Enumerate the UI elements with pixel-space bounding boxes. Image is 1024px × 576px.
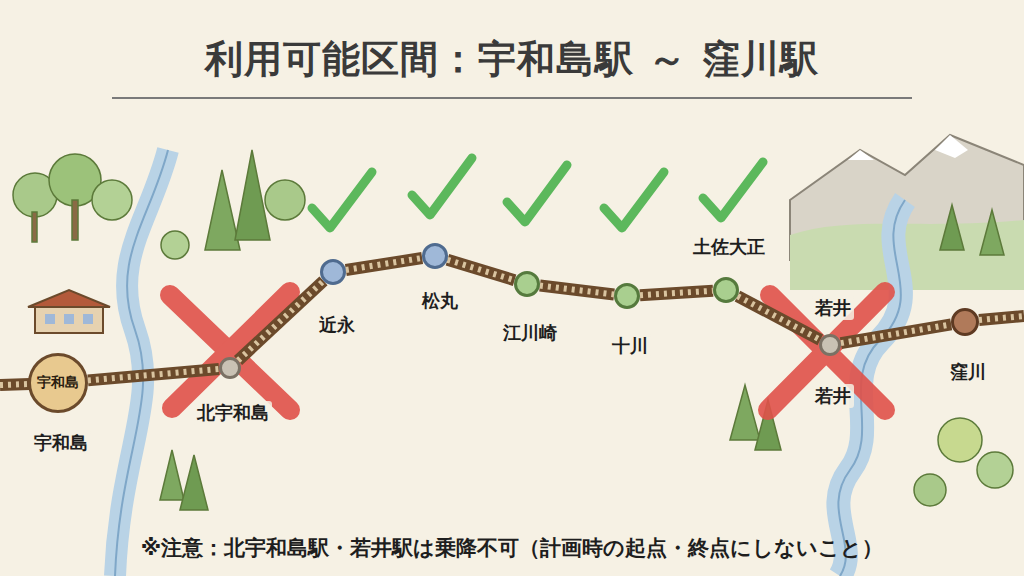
rail-sleepers (841, 324, 951, 343)
station-label: 江川崎 (500, 321, 560, 345)
station-label: 若井 (812, 296, 854, 320)
station-label: 土佐大正 (690, 235, 768, 259)
station-label: 北宇和島 (194, 401, 272, 425)
snow-cap (935, 135, 968, 158)
rail-sleepers (640, 291, 713, 295)
rail-sleepers (447, 260, 514, 280)
snow-cap (848, 150, 874, 160)
rail-bed (841, 324, 951, 343)
station-label: 松丸 (419, 289, 461, 313)
rail-bed (447, 260, 514, 280)
station-label: 若井 (812, 384, 854, 408)
rail-bed (737, 296, 820, 340)
station-circle: 若井若井 (819, 334, 841, 356)
station-circle: 宇和島宇和島 (28, 353, 88, 413)
trees (13, 150, 1013, 510)
station-circle: 江川崎 (514, 271, 540, 297)
station-circle: 土佐大正 (713, 277, 739, 303)
station-circle: 北宇和島 (219, 357, 241, 379)
station-label: 宇和島 (31, 431, 91, 455)
no-stop-cross (170, 292, 885, 410)
title: 利用可能区間：宇和島駅 ～ 窪川駅 (0, 34, 1024, 85)
rail-bed (540, 286, 614, 295)
rail-track (238, 281, 323, 361)
station-circle: 窪川 (951, 308, 979, 336)
rail-track (88, 369, 219, 380)
check-marks (312, 158, 763, 228)
rail-track (737, 296, 820, 340)
rail-sleepers (540, 286, 614, 295)
title-rule (112, 97, 912, 99)
rail-sleepers (346, 258, 422, 270)
rail-sleepers (88, 369, 219, 380)
rail-sleepers (238, 281, 323, 361)
caption: ※注意：北宇和島駅・若井駅は乗降不可（計画時の起点・終点にしないこと） (0, 534, 1024, 562)
rail-track (447, 260, 514, 280)
station-label: 窪川 (947, 360, 989, 384)
station-circle: 松丸 (422, 243, 448, 269)
rail-sleepers (737, 296, 820, 340)
rail-track (640, 291, 713, 295)
station-circle: 十川 (614, 283, 640, 309)
track-end (0, 316, 1024, 385)
rail-track (346, 258, 422, 270)
station-name-inner: 宇和島 (37, 374, 79, 392)
station-label: 近永 (316, 313, 358, 337)
station-label: 十川 (609, 334, 651, 358)
rail-bed (346, 258, 422, 270)
station-circle: 近永 (320, 259, 346, 285)
rail-track (540, 286, 614, 295)
rail-bed (238, 281, 323, 361)
rail-bed (640, 291, 713, 295)
rail-bed (88, 369, 219, 380)
station-house (28, 290, 110, 333)
rail-track (841, 324, 951, 343)
